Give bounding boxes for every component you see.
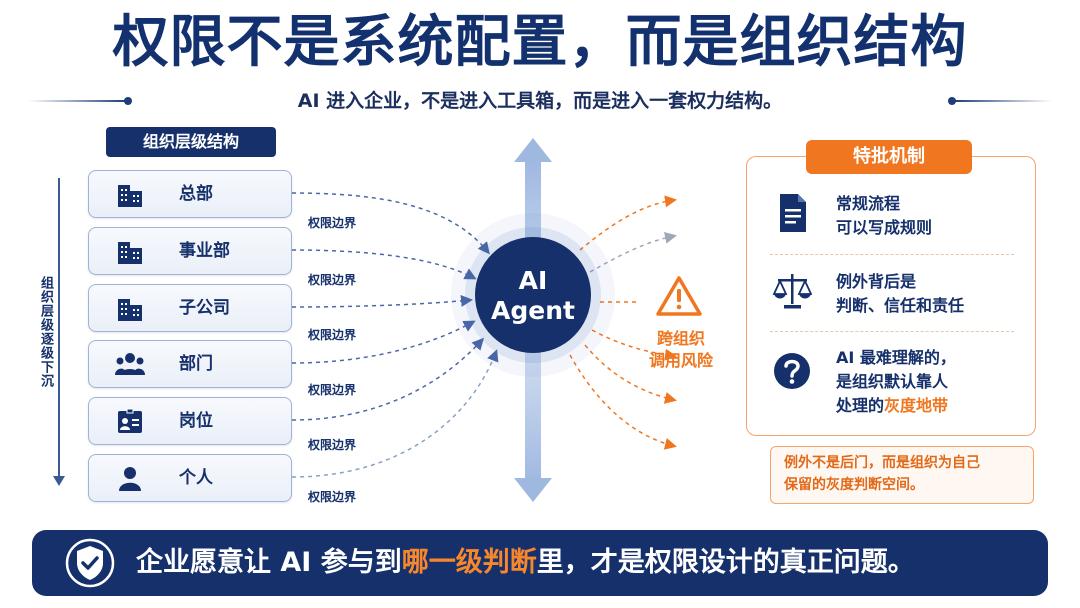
conclusion-suffix: 里，才是权限设计的真正问题。 xyxy=(536,547,915,578)
conclusion-highlight: 哪一级判断 xyxy=(401,547,537,578)
exception-note-box xyxy=(770,446,1034,504)
risk-label-line1: 跨组织 xyxy=(656,329,705,348)
panel-divider xyxy=(770,254,1014,255)
building-icon xyxy=(118,299,142,321)
warning-icon xyxy=(656,276,702,316)
building-icon xyxy=(118,242,142,264)
level-label: 子公司 xyxy=(179,298,230,318)
special-item-exception: 例外背后是 判断、信任和责任 xyxy=(768,270,1026,320)
link-level-5 xyxy=(291,337,485,421)
conclusion-prefix: 企业愿意让 AI 参与到 xyxy=(136,547,402,578)
conclusion-text: 企业愿意让 AI 参与到哪一级判断里，才是权限设计的真正问题。 xyxy=(136,530,915,596)
document-icon xyxy=(780,194,806,232)
level-department: 部门 xyxy=(88,340,292,388)
subtitle-row: AI 进入企业，不是进入工具箱，而是进入一套权力结构。 xyxy=(0,88,1080,114)
decorative-dot-left xyxy=(124,97,132,105)
id-badge-icon xyxy=(118,408,142,433)
risk-arrow-4 xyxy=(591,329,677,361)
exception-note-text: 例外不是后门，而是组织为自己 保留的灰度判断空间。 xyxy=(784,452,1028,496)
level-label: 部门 xyxy=(179,354,213,374)
boundary-label-6: 权限边界 xyxy=(308,490,357,504)
level-label: 总部 xyxy=(179,184,213,204)
level-subsidiary: 子公司 xyxy=(88,284,292,332)
cross-org-risk-label: 跨组织 调用风险 xyxy=(636,328,726,372)
item-line: 判断、信任和责任 xyxy=(836,296,965,315)
level-label: 岗位 xyxy=(179,411,213,431)
level-position: 岗位 xyxy=(88,397,292,445)
level-division: 事业部 xyxy=(88,227,292,275)
item-line: AI 最难理解的， xyxy=(836,348,956,367)
ai-agent-label-line1: AI xyxy=(518,266,548,295)
scales-icon xyxy=(772,274,812,309)
decorative-rule-right xyxy=(954,100,1052,102)
org-structure-header: 组织层级结构 xyxy=(106,127,276,157)
note-line: 保留的灰度判断空间。 xyxy=(784,477,924,493)
hierarchy-axis-arrow xyxy=(53,476,65,486)
hierarchy-axis xyxy=(58,178,60,478)
boundary-label-1: 权限边界 xyxy=(308,216,357,230)
link-level-2 xyxy=(291,249,477,280)
level-individual: 个人 xyxy=(88,454,292,502)
special-item-text: 例外背后是 判断、信任和责任 xyxy=(836,270,1026,318)
item-line: 例外背后是 xyxy=(836,272,917,291)
page-subtitle: AI 进入企业，不是进入工具箱，而是进入一套权力结构。 xyxy=(297,90,783,112)
boundary-label-2: 权限边界 xyxy=(308,273,357,287)
ai-agent-node: AI Agent xyxy=(475,237,591,353)
risk-arrow-6 xyxy=(569,354,677,450)
risk-arrow-2 xyxy=(589,231,677,273)
hierarchy-axis-label: 组织层级逐级下沉 xyxy=(38,276,53,388)
item-line: 是组织默认靠人 xyxy=(836,372,949,391)
link-level-3 xyxy=(291,294,473,308)
special-item-text: AI 最难理解的， 是组织默认靠人 处理的灰度地带 xyxy=(836,346,1026,418)
note-line: 例外不是后门，而是组织为自己 xyxy=(784,455,980,471)
question-icon xyxy=(774,353,810,389)
link-level-4 xyxy=(291,320,476,364)
special-approval-header: 特批机制 xyxy=(806,140,972,174)
boundary-label-3: 权限边界 xyxy=(308,328,357,342)
item-line-prefix: 处理的 xyxy=(836,396,885,415)
boundary-label-5: 权限边界 xyxy=(308,438,357,452)
page-title: 权限不是系统配置，而是组织结构 xyxy=(112,10,968,75)
item-line: 常规流程 xyxy=(836,194,901,213)
conclusion-banner: 企业愿意让 AI 参与到哪一级判断里，才是权限设计的真正问题。 xyxy=(32,530,1048,596)
special-item-gray-zone: AI 最难理解的， 是组织默认靠人 处理的灰度地带 xyxy=(768,346,1026,420)
item-line: 可以写成规则 xyxy=(836,218,933,237)
decorative-rule-left xyxy=(28,100,126,102)
level-label: 事业部 xyxy=(179,241,230,261)
link-level-6 xyxy=(291,349,499,478)
vertical-arrow-up xyxy=(514,138,552,162)
decorative-dot-right xyxy=(948,97,956,105)
level-label: 个人 xyxy=(179,468,213,488)
level-headquarters: 总部 xyxy=(88,170,292,218)
risk-label-line2: 调用风险 xyxy=(648,351,713,370)
ai-agent-label-line2: Agent xyxy=(491,296,575,325)
gray-zone-highlight: 灰度地带 xyxy=(884,396,949,415)
special-item-text: 常规流程 可以写成规则 xyxy=(836,192,1026,240)
shield-check-icon xyxy=(65,538,115,588)
group-icon xyxy=(115,353,145,375)
person-icon xyxy=(119,467,141,491)
risk-arrow-1 xyxy=(579,195,677,251)
boundary-label-4: 权限边界 xyxy=(308,383,357,397)
panel-divider xyxy=(770,331,1014,332)
special-item-routine: 常规流程 可以写成规则 xyxy=(768,192,1026,242)
building-icon xyxy=(118,185,142,207)
vertical-arrow-down xyxy=(514,478,552,502)
item-line: 处理的灰度地带 xyxy=(836,394,1026,418)
